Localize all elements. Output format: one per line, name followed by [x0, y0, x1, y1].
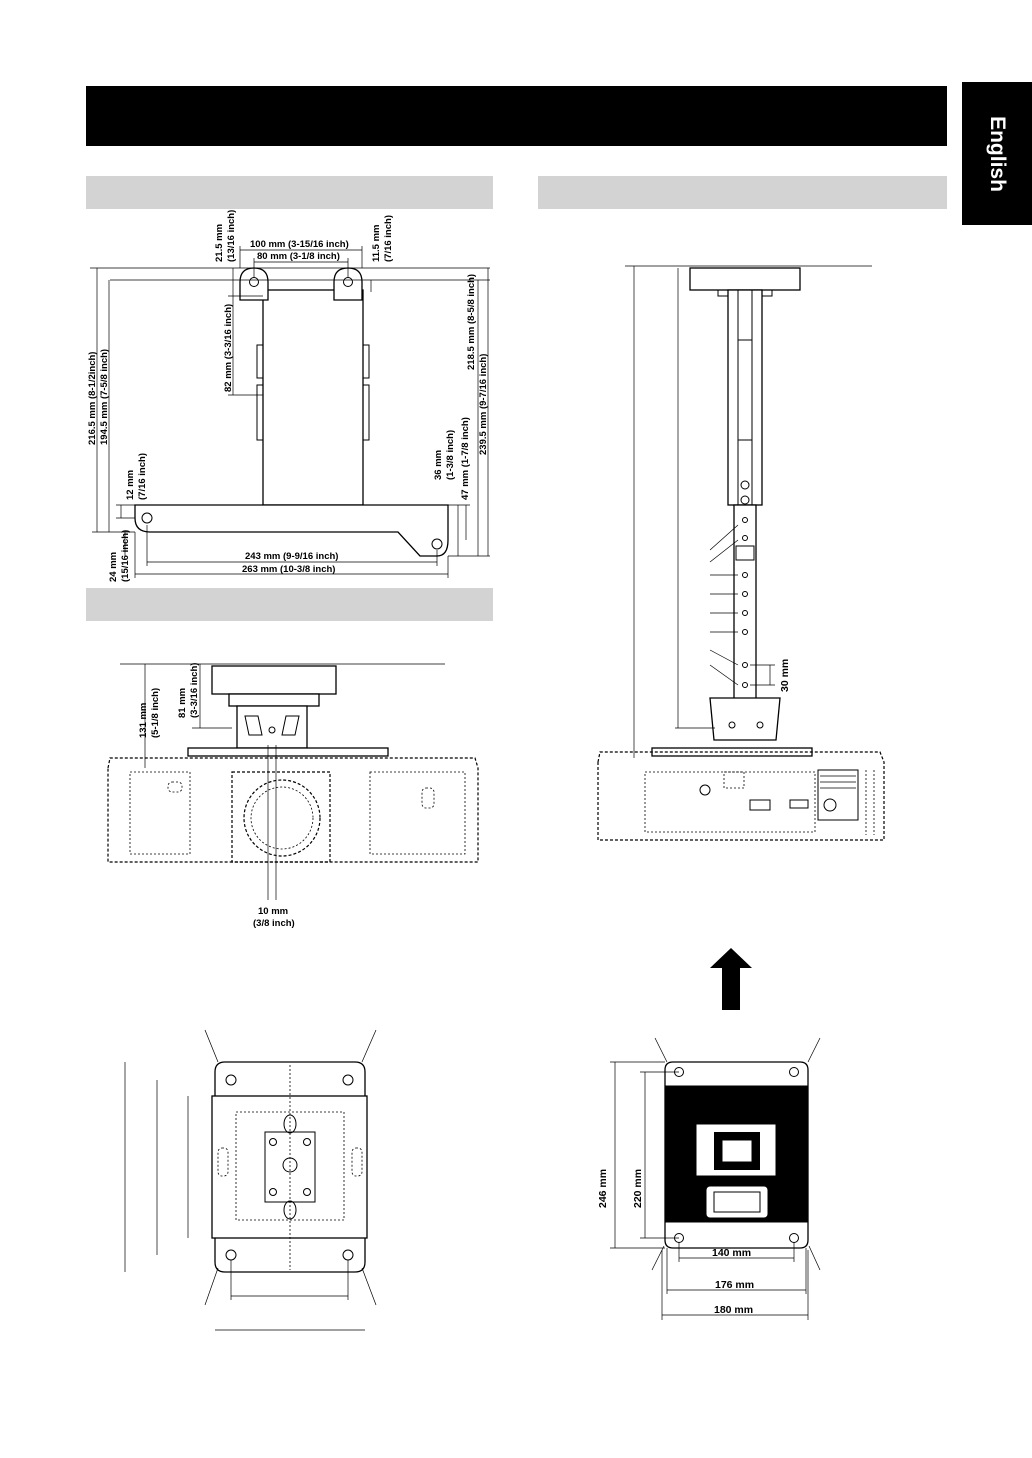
dim-24mm-inch: (15/16 inch) [120, 530, 131, 582]
dim-176mm: 176 mm [715, 1279, 754, 1291]
dim-36mm: 36 mm [433, 450, 444, 480]
dim-239-5mm: 239.5 mm (9-7/16 inch) [478, 354, 489, 455]
dim-131mm: 131 mm [138, 703, 149, 738]
title-bar [86, 86, 947, 146]
dim-80mm: 80 mm (3-1/8 inch) [257, 251, 340, 262]
dim-140mm: 140 mm [712, 1247, 751, 1259]
section-bar-middle-left [86, 588, 493, 621]
dim-218-5mm: 218.5 mm (8-5/8 inch) [466, 274, 477, 370]
up-arrow-icon [710, 948, 752, 1010]
dim-263mm: 263 mm (10-3/8 inch) [242, 564, 335, 575]
dim-24mm: 24 mm [108, 552, 119, 582]
dim-10mm: 10 mm [258, 906, 288, 917]
dim-131mm-inch: (5-1/8 inch) [150, 688, 161, 738]
dim-47mm: 47 mm (1-7/8 inch) [460, 417, 471, 500]
section-bar-top-right [538, 176, 947, 209]
dim-81mm: 81 mm [177, 688, 188, 718]
dim-82mm: 82 mm (3-3/16 inch) [223, 304, 234, 392]
dim-12mm-inch: (7/16 inch) [137, 453, 148, 500]
dim-11-5mm: 11.5 mm [371, 225, 382, 263]
dim-81mm-inch: (3-3/16 inch) [189, 663, 200, 718]
dim-21-5mm: 21.5 mm [214, 224, 225, 262]
dim-36mm-inch: (1-3/8 inch) [445, 430, 456, 480]
dim-100mm: 100 mm (3-15/16 inch) [250, 239, 349, 250]
dim-220mm: 220 mm [632, 1169, 644, 1208]
section-bar-top-left [86, 176, 493, 209]
pole-extension-diagram: 30 mm [597, 265, 885, 841]
language-tab[interactable]: English [962, 82, 1032, 225]
bracket-top-view-diagram [124, 1029, 377, 1331]
dim-21-5mm-inch: (13/16 inch) [226, 210, 237, 262]
bracket-diagram: 100 mm (3-15/16 inch) 80 mm (3-1/8 inch)… [87, 210, 490, 582]
dim-12mm: 12 mm [125, 470, 136, 500]
dim-10mm-inch: (3/8 inch) [253, 918, 295, 929]
dim-243mm: 243 mm (9-9/16 inch) [245, 551, 338, 562]
dim-180mm: 180 mm [714, 1304, 753, 1316]
dim-246mm: 246 mm [597, 1169, 609, 1208]
projector-front-diagram: 131 mm (5-1/8 inch) 81 mm (3-3/16 inch) … [107, 663, 479, 929]
dim-194-5mm: 194.5 mm (7-5/8 inch) [99, 349, 110, 445]
plate-dimension-diagram: 246 mm 220 mm 140 mm 176 mm 180 mm [597, 1037, 821, 1320]
dim-216-5mm: 216.5 mm (8-1/2inch) [87, 352, 98, 445]
dim-11-5mm-inch: (7/16 inch) [383, 215, 394, 262]
dim-30mm: 30 mm [779, 659, 791, 692]
